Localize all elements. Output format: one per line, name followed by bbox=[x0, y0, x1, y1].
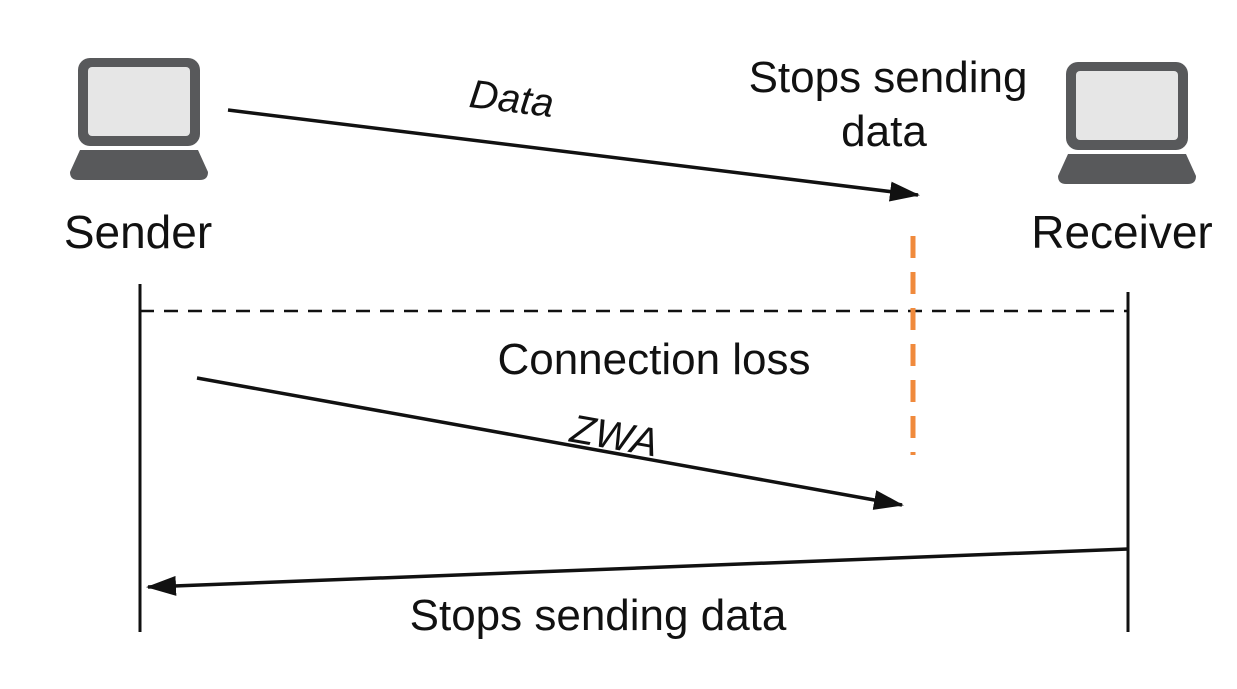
sender-laptop-icon bbox=[70, 58, 208, 180]
data-arrow-label: Data bbox=[467, 72, 556, 126]
sender-label: Sender bbox=[64, 206, 212, 258]
stops-sending-reply-label: Stops sending data bbox=[410, 591, 787, 640]
receiver-laptop-icon bbox=[1058, 62, 1196, 184]
zwa-arrow bbox=[196, 376, 904, 510]
receiver-label: Receiver bbox=[1031, 206, 1213, 258]
stops-sending-annotation-line2: data bbox=[841, 107, 927, 156]
stops-sending-reply-arrow bbox=[146, 547, 1129, 596]
stops-sending-annotation-line1: Stops sending bbox=[749, 53, 1028, 102]
connection-loss-label: Connection loss bbox=[497, 335, 810, 384]
data-arrow bbox=[227, 108, 920, 202]
zwa-arrow-label: ZWA bbox=[566, 407, 661, 466]
